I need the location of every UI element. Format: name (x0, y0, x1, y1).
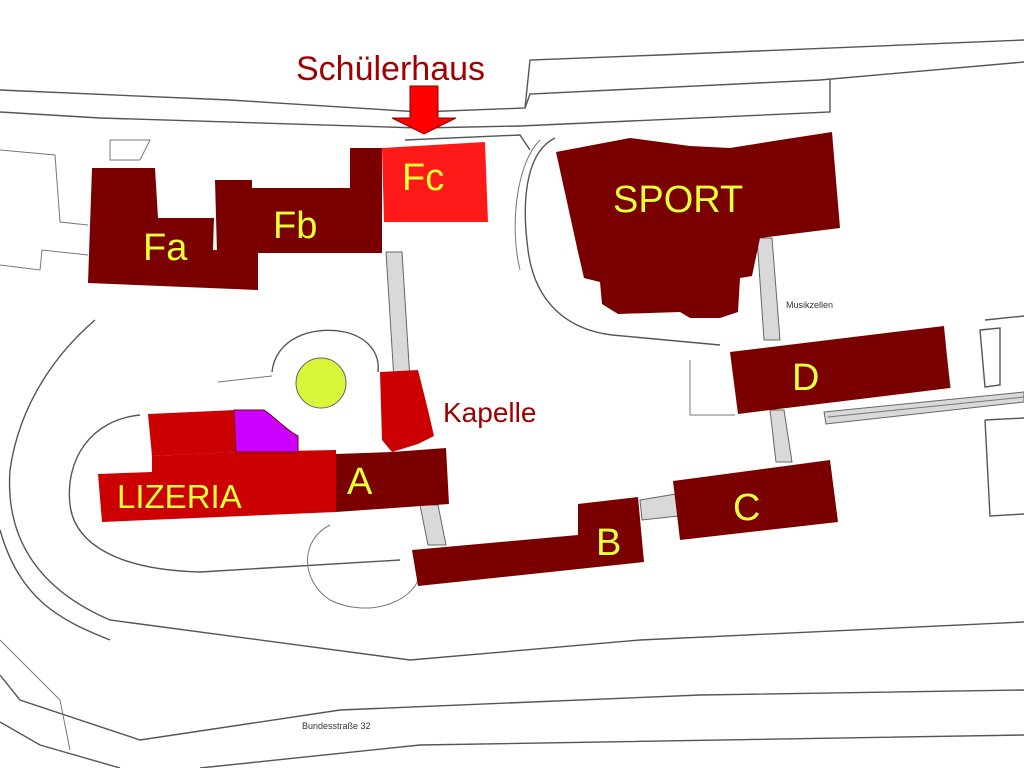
label-c: C (733, 487, 760, 529)
building-lizeria[interactable] (98, 450, 336, 522)
label-sport: SPORT (613, 179, 743, 221)
building-fb[interactable] (215, 148, 382, 253)
building-sport[interactable] (556, 132, 840, 318)
building-lizeria-upper[interactable] (148, 410, 238, 456)
building-a[interactable] (336, 448, 449, 512)
label-a: A (347, 461, 373, 503)
label-d: D (792, 357, 819, 399)
annotation-musikzellen: Musikzellen (786, 300, 833, 310)
label-fa: Fa (143, 227, 188, 269)
buildings (88, 132, 950, 586)
annotation-schuelerhaus: Schülerhaus (296, 50, 485, 88)
building-fc[interactable] (382, 142, 488, 222)
building-fa[interactable] (88, 168, 258, 290)
annotation-kapelle: Kapelle (443, 397, 536, 428)
roundel (295, 357, 347, 409)
building-d[interactable] (730, 326, 950, 414)
street-label: Bundesstraße 32 (302, 721, 371, 731)
building-annex[interactable] (233, 409, 299, 453)
arrow-down-icon (391, 85, 457, 135)
building-c[interactable] (673, 460, 838, 540)
building-labels: Fa Fb Fc SPORT D C B A LIZERIA (117, 157, 819, 564)
label-b: B (596, 522, 621, 564)
annotations: Schülerhaus Kapelle Musikzellen Bundesst… (296, 50, 833, 731)
map-outlines (0, 39, 1024, 768)
label-fc: Fc (402, 157, 444, 199)
building-b[interactable] (412, 497, 644, 586)
label-lizeria: LIZERIA (117, 478, 242, 515)
building-kapelle[interactable] (380, 370, 434, 452)
label-fb: Fb (273, 205, 317, 247)
